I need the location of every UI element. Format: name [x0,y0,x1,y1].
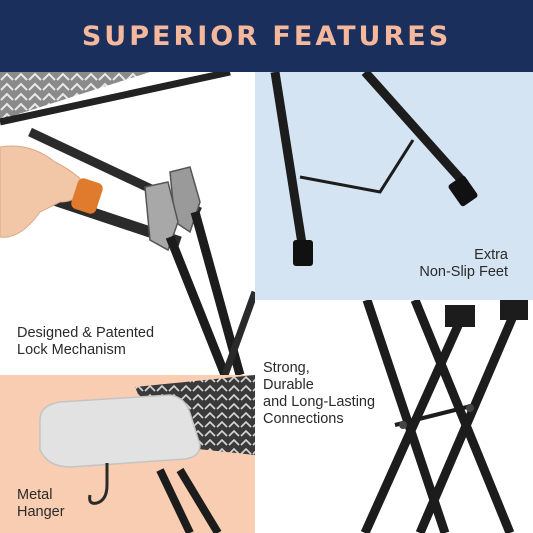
feet-illustration [270,72,478,266]
connections-caption-line4: Connections [263,411,344,427]
hand [0,145,86,238]
metal-hanger-photo [0,375,255,533]
connections-caption-line3: and Long-Lasting [263,394,376,410]
hanger-hook-icon [88,463,109,505]
lock-mechanism-caption: Designed & Patented Lock Mechanism [17,325,154,359]
connections-caption: Strong, Durable and Long-Lasting Connect… [263,360,375,428]
board-edge [0,72,231,126]
non-slip-foot [448,175,478,207]
metal-hanger-caption: Metal Hanger [17,487,65,521]
connections-caption-line2: Durable [263,377,314,393]
hanger-illustration [39,375,255,533]
connections-photo [255,300,533,533]
lock-grip [71,178,103,214]
banner-title: SUPERIOR FEATURES [81,20,452,52]
feet-caption-line1: Extra [474,247,508,263]
feet-caption-line2: Non-Slip Feet [419,264,508,280]
lock-mechanism-illustration [0,72,255,375]
hanger-caption-line2: Hanger [17,504,65,520]
non-slip-feet-caption: Extra Non-Slip Feet [419,247,508,281]
lock-caption-line1: Designed & Patented [17,325,155,341]
non-slip-foot [293,240,313,266]
lock-mechanism-photo [0,72,255,375]
connections-illustration [360,300,528,533]
title-banner: SUPERIOR FEATURES [0,0,533,72]
hanger-caption-line1: Metal [17,487,53,503]
connections-caption-line1: Strong, [263,360,310,376]
iron-rest [39,394,201,468]
non-slip-feet-photo [255,72,533,300]
board-cover-pattern [0,72,150,120]
lock-caption-line2: Lock Mechanism [17,342,126,358]
